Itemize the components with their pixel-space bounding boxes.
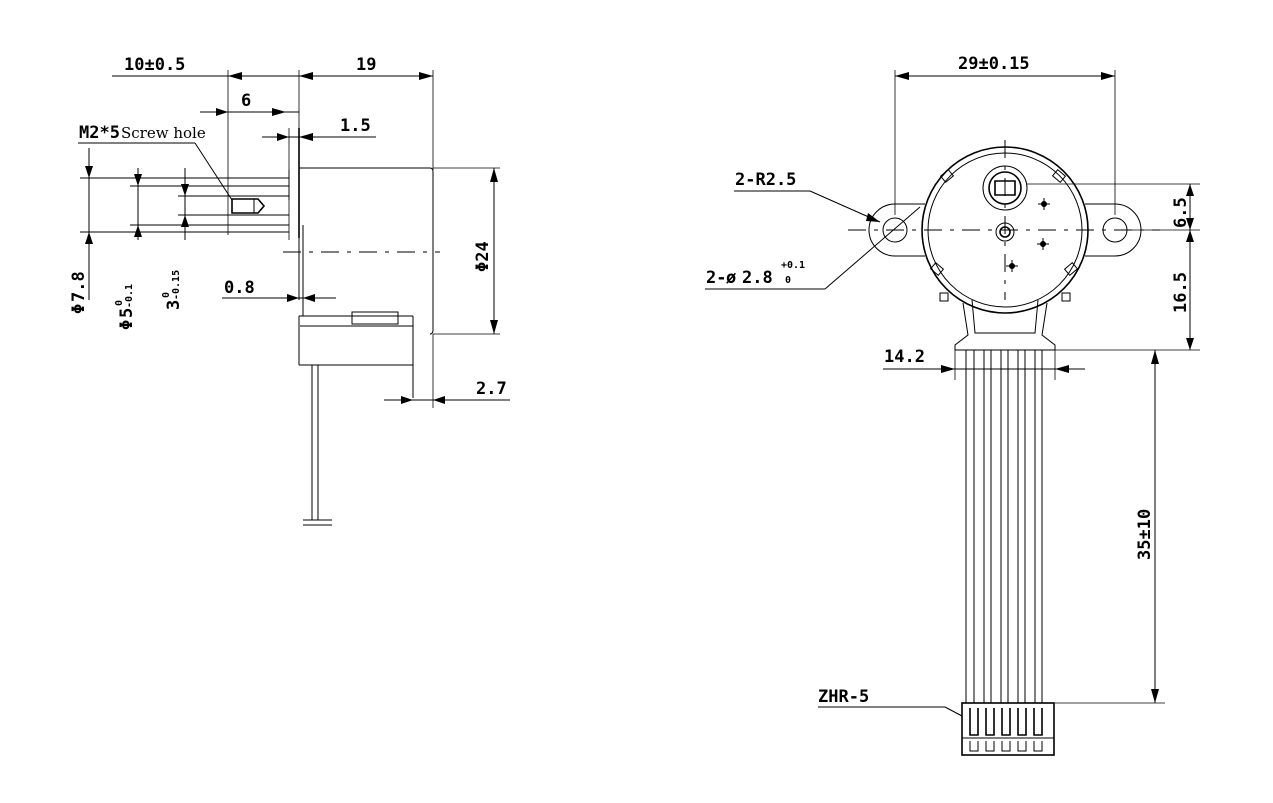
dim-boss-dia-prefix: Φ <box>69 304 89 314</box>
dim-flat-width: 3 <box>164 300 184 310</box>
dim-shaft-tol-lower: -0.1 <box>124 284 135 308</box>
dim-hole-tol-lower: 0 <box>785 275 791 286</box>
dim-shaft-tol-upper: 0 <box>114 300 125 306</box>
dim-shaft-offset: 6.5 <box>1171 197 1191 228</box>
dim-hole-prefix: 2- <box>706 268 726 288</box>
dim-hole-tol-upper: +0.1 <box>781 260 805 271</box>
dim-flat-tol-lower: -0.15 <box>171 270 182 300</box>
connector-label: ZHR-5 <box>818 687 869 707</box>
dim-flange: 1.5 <box>340 116 371 136</box>
dim-hole-symbol: ø <box>726 268 736 288</box>
dim-flat-length: 6 <box>241 91 251 111</box>
screw-label-note: Screw hole <box>121 124 206 142</box>
dim-lead-length: 35±10 <box>1135 509 1155 560</box>
dim-cover: 2.7 <box>476 379 507 399</box>
dim-mount-spacing: 29±0.15 <box>958 54 1030 74</box>
dim-hole-dia: 2.8 <box>742 268 773 288</box>
dim-outlet-width: 14.2 <box>884 347 925 367</box>
dim-body-dia: Φ24 <box>473 241 493 272</box>
side-view: 10±0.5 19 6 1.5 M2*5 Screw hole 0.8 Φ 7.… <box>69 55 510 526</box>
dim-shaft-dia-prefix: Φ <box>117 320 137 330</box>
dim-boss-dia: 7.8 <box>69 271 89 302</box>
dim-flat-tol-upper: 0 <box>161 292 172 298</box>
dim-center-to-bottom: 16.5 <box>1171 272 1191 313</box>
dim-plate: 0.8 <box>224 278 255 298</box>
dim-body-depth: 19 <box>356 55 376 75</box>
dim-ear-radius: 2-R2.5 <box>735 170 796 190</box>
screw-label-main: M2*5 <box>79 123 120 143</box>
dim-shaft-dia: 5 <box>117 308 137 318</box>
front-view: 29±0.15 2-R2.5 2- ø 2.8 +0.1 0 14.2 ZHR-… <box>705 54 1200 756</box>
dim-shaft-length: 10±0.5 <box>124 55 185 75</box>
